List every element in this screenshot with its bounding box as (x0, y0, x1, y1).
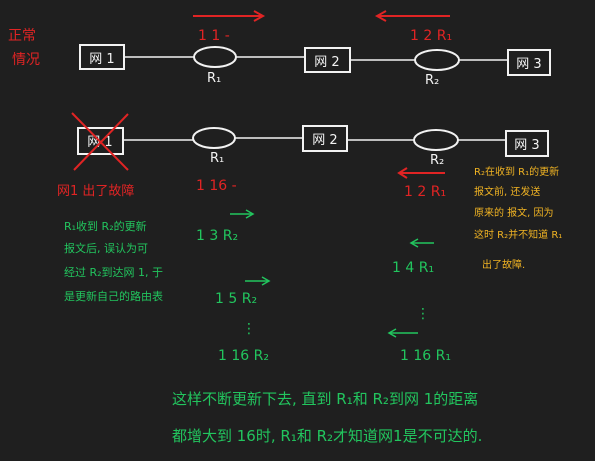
b-router-r2-label: R₂ (430, 153, 444, 168)
fault-label: 网1 出了故障 (57, 184, 134, 199)
b-net3-label: 网 3 (514, 138, 539, 153)
b-router-r1 (192, 127, 236, 149)
r2-note-line: 报文前, 还发送 (474, 185, 540, 198)
r2-update-arrowhead (387, 328, 397, 338)
failure-cross-2 (73, 113, 129, 171)
b-net2-label: 网 2 (312, 133, 337, 148)
b-net3-box (505, 130, 549, 157)
r2-stale-entry: 1 2 R₁ (404, 184, 446, 200)
r2-advert-arrowhead (374, 10, 387, 22)
b-router-r2 (413, 129, 459, 151)
conclusion-line-2: 都增大到 16时, R₁和 R₂才知道网1是不可达的. (172, 427, 482, 445)
r1-update-entry: 1 16 R₂ (218, 348, 269, 364)
r1-update-entry: 1 3 R₂ (196, 228, 238, 244)
r2-note-line: R₂在收到 R₁的更新 (474, 165, 559, 178)
r2-update-arrowhead (409, 238, 419, 248)
b-net2-box (302, 125, 348, 152)
r2-note: R₂在收到 R₁的更新 报文前, 还发送 原来的 报文, 因为 这时 R₂并不知… (474, 165, 562, 271)
b-router-r1-label: R₁ (210, 151, 224, 166)
r1-failed-entry: 1 16 - (196, 178, 237, 194)
r2-update-ellipsis: ⋮ (416, 306, 430, 322)
r1-update-arrowhead (261, 276, 271, 286)
r2-update-entry: 1 16 R₁ (400, 348, 451, 364)
router-r1-label: R₁ (207, 71, 221, 86)
net2-label: 网 2 (314, 55, 339, 70)
r1-advert-arrowhead (253, 10, 266, 22)
failure-cross-1 (71, 112, 129, 171)
r1-update-entry: 1 5 R₂ (215, 291, 257, 307)
net3-label: 网 3 (516, 57, 541, 72)
r1-route-entry: 1 1 - (198, 28, 230, 44)
net1-label: 网 1 (89, 52, 114, 67)
r1-update-arrowhead (245, 209, 255, 219)
router-r2 (414, 49, 460, 71)
r1-note-line: 报文后, 误认为可 (64, 241, 148, 255)
failed-net1-box (77, 127, 124, 155)
router-r1 (193, 46, 237, 68)
r1-note-line: 是更新自己的路由表 (64, 289, 163, 303)
net3-box (507, 49, 551, 76)
r1-update-ellipsis: ⋮ (242, 321, 256, 337)
normal-state-label-2: 情况 (12, 52, 40, 68)
r1-note: R₁收到 R₂的更新 报文后, 误认为可 经过 R₂到达网 1, 于 是更新自己… (64, 219, 163, 303)
r1-note-line: 经过 R₂到达网 1, 于 (64, 266, 163, 279)
r1-note-line: R₁收到 R₂的更新 (64, 219, 147, 233)
router-r2-label: R₂ (425, 73, 439, 88)
r2-update-entry: 1 4 R₁ (392, 260, 434, 276)
conclusion-line-1: 这样不断更新下去, 直到 R₁和 R₂到网 1的距离 (172, 390, 478, 408)
r2-note-line: 出了故障. (482, 258, 525, 271)
r2-route-entry: 1 2 R₁ (410, 28, 452, 44)
r2-note-line: 原来的 报文, 因为 (474, 206, 554, 219)
r2-stale-arrowhead (397, 167, 408, 179)
normal-state-label-1: 正常 (8, 28, 36, 44)
r2-note-line: 这时 R₂并不知道 R₁ (474, 228, 562, 241)
